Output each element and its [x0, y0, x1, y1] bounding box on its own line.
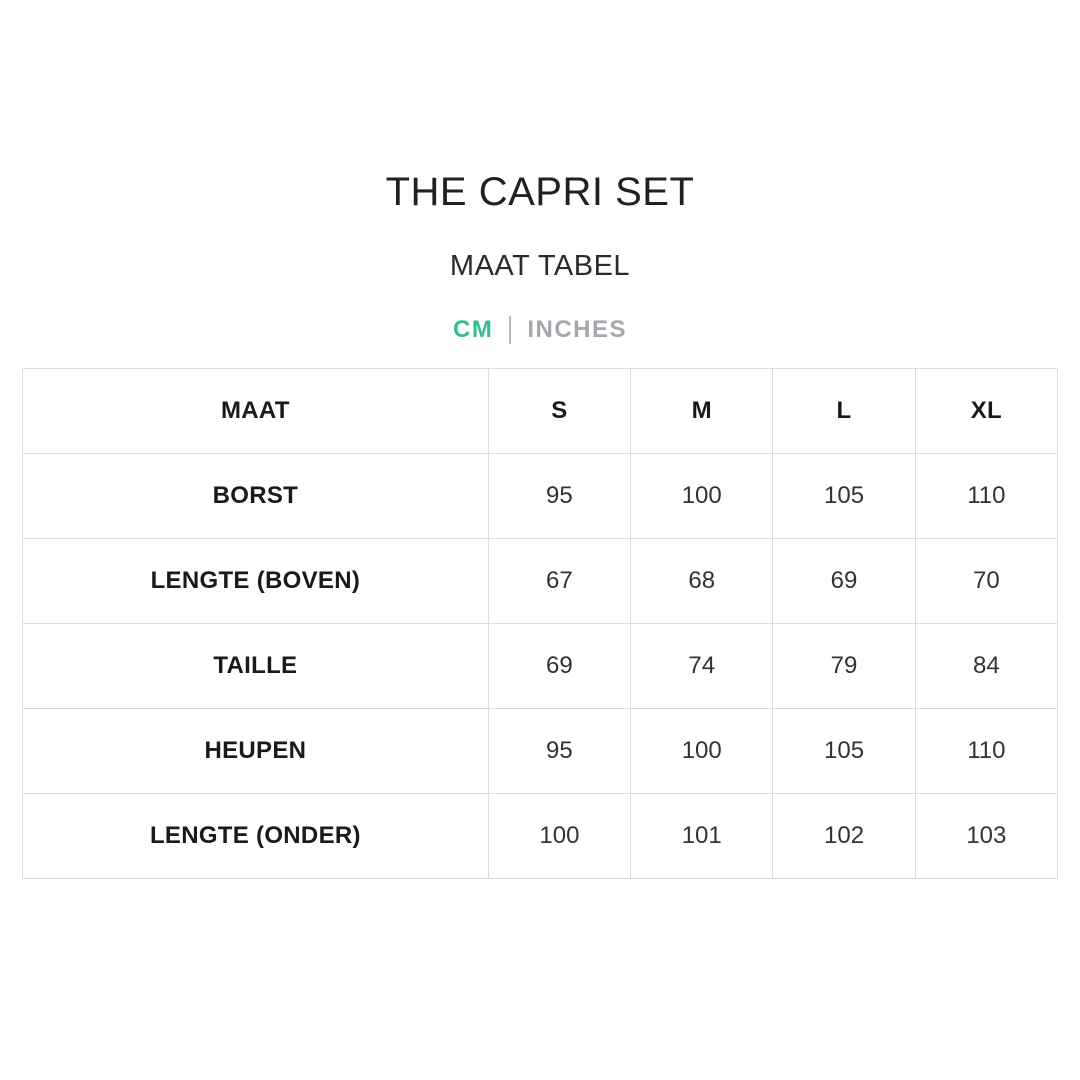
- measurement-value: 69: [772, 538, 916, 624]
- page-subtitle: MAAT TABEL: [449, 250, 631, 282]
- measurement-value: 110: [914, 708, 1059, 794]
- measurement-value: 110: [914, 453, 1059, 539]
- measurement-value: 79: [772, 623, 916, 709]
- measurement-value: 105: [772, 453, 916, 539]
- measurement-value: 101: [630, 793, 774, 879]
- unit-toggle-inches[interactable]: INCHES: [527, 316, 627, 343]
- column-header-size: S: [487, 368, 632, 454]
- measurement-value: 102: [772, 793, 916, 879]
- measurement-value: 95: [487, 708, 632, 794]
- row-label: LENGTE (BOVEN): [22, 538, 489, 624]
- page-title: THE CAPRI SET: [385, 170, 695, 214]
- unit-toggle-cm[interactable]: CM: [452, 316, 494, 343]
- measurement-value: 95: [487, 453, 632, 539]
- measurement-value: 100: [487, 793, 632, 879]
- row-label: BORST: [22, 453, 489, 539]
- measurement-value: 70: [914, 538, 1059, 624]
- row-label: LENGTE (ONDER): [22, 793, 489, 879]
- unit-toggle-divider: [509, 316, 512, 344]
- column-header-size: XL: [914, 368, 1059, 454]
- measurement-value: 84: [914, 623, 1059, 709]
- measurement-value: 74: [630, 623, 774, 709]
- measurement-value: 103: [914, 793, 1059, 879]
- row-label: HEUPEN: [22, 708, 489, 794]
- measurement-value: 100: [630, 708, 774, 794]
- measurement-value: 105: [772, 708, 916, 794]
- measurement-value: 68: [630, 538, 774, 624]
- measurement-value: 69: [487, 623, 632, 709]
- column-header-label: MAAT: [22, 368, 489, 454]
- measurement-value: 100: [630, 453, 774, 539]
- unit-toggle: CM INCHES: [0, 316, 1080, 344]
- measurement-value: 67: [487, 538, 632, 624]
- row-label: TAILLE: [22, 623, 489, 709]
- column-header-size: M: [630, 368, 774, 454]
- column-header-size: L: [772, 368, 916, 454]
